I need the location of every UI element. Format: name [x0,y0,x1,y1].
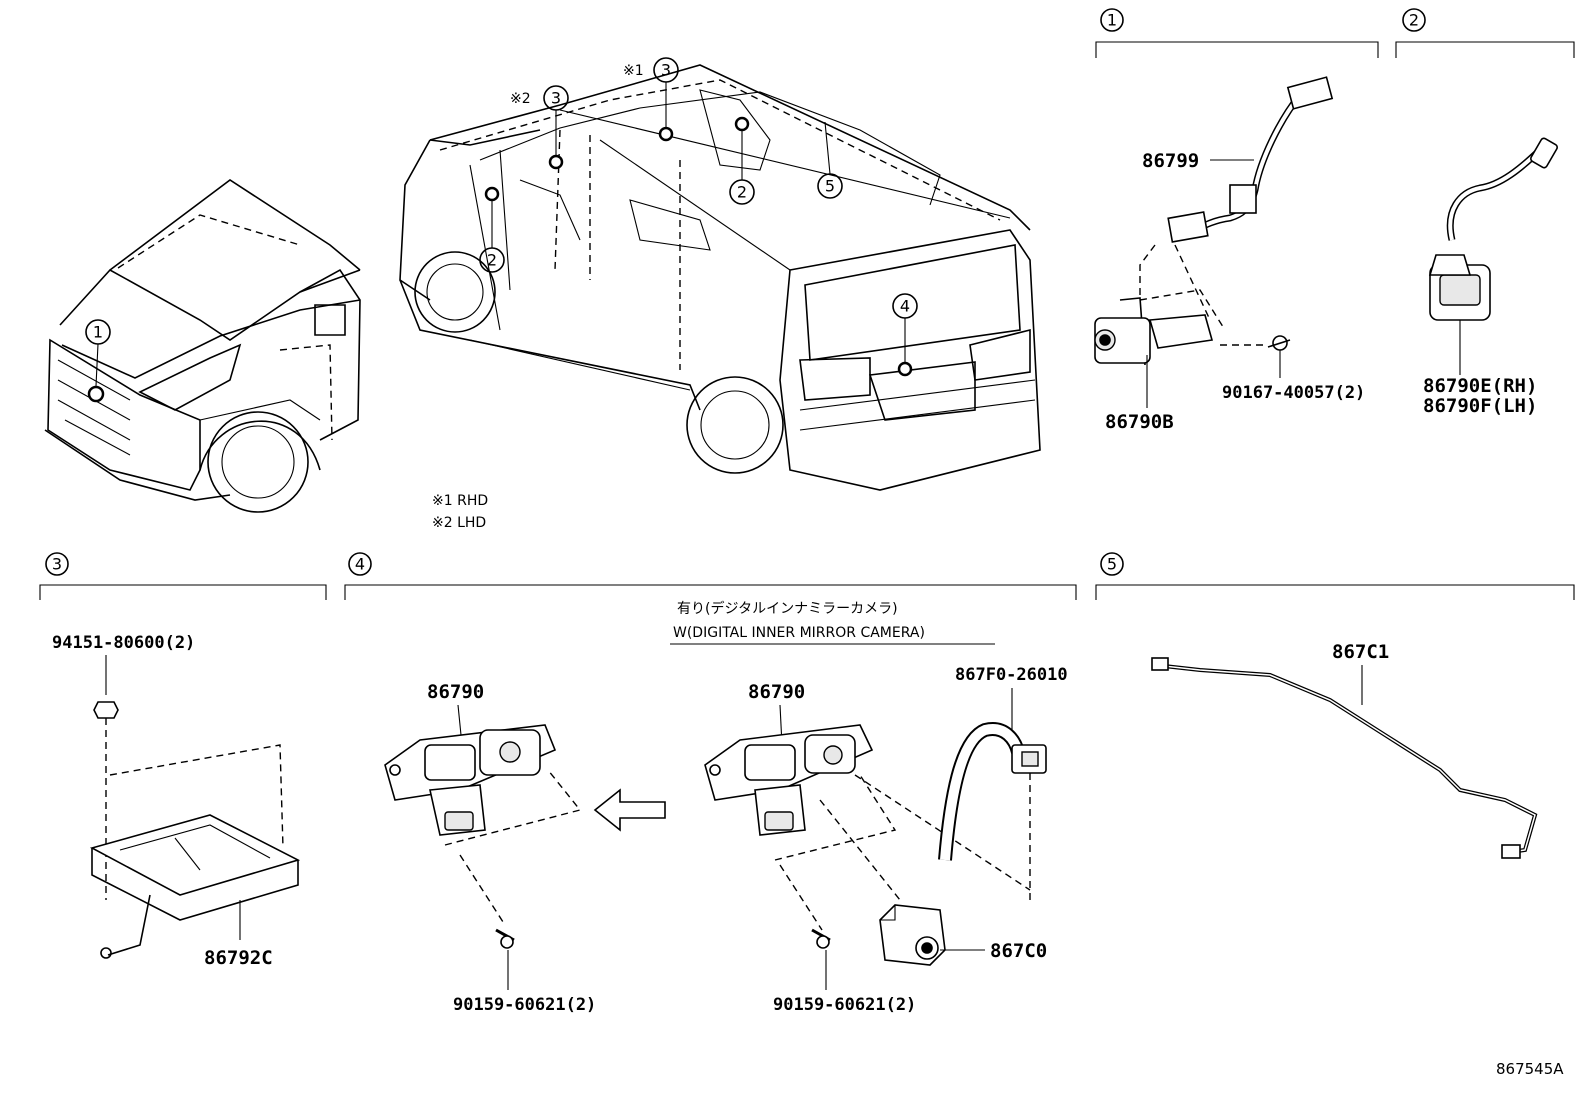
svg-text:4: 4 [900,297,910,316]
arrow-icon [593,788,666,832]
label-86799: 86799 [1142,150,1199,172]
svg-text:3: 3 [52,555,62,574]
label-86790-left: 86790 [427,681,484,703]
screw-90159-left [495,928,515,990]
camera-867C0 [879,904,985,966]
section-header-3: 3 [39,552,327,600]
section-header-5: 5 [1095,552,1575,600]
rear-vehicle-illustration: ※1 3 ※2 3 2 2 5 4 [399,57,1041,491]
footnote-rhd: ※1 RHD [432,493,488,509]
label-86790B: 86790B [1105,411,1174,433]
svg-text:3: 3 [551,89,561,108]
svg-text:5: 5 [825,177,835,196]
front-vehicle-illustration: 1 [44,179,361,513]
label-867C1: 867C1 [1332,641,1389,663]
label-94151: 94151-80600(2) [52,633,195,653]
ecu-86792C [89,655,301,959]
svg-text:2: 2 [737,183,747,202]
reference-number: 867545A [1496,1060,1564,1078]
label-86790F: 86790F(LH) [1423,395,1537,417]
header-jp: 有り(デジタルインナミラーカメラ) [677,600,898,617]
label-86792C: 86792C [204,947,273,969]
camera-86790E-F [1428,137,1558,375]
label-867C0: 867C0 [990,940,1047,962]
camera-86790B [1094,244,1226,408]
label-90159-left: 90159-60621(2) [453,995,596,1015]
svg-text:※2: ※2 [510,91,531,107]
svg-text:5: 5 [1107,555,1117,574]
svg-text:1: 1 [1107,11,1117,30]
screw-90159-right [811,928,831,990]
svg-text:1: 1 [93,323,103,342]
label-90167: 90167-40057(2) [1222,383,1365,403]
label-86790E: 86790E(RH) [1423,375,1537,397]
harness-86799 [1167,76,1334,243]
cable-867F0 [938,688,1047,900]
camera-86790-left [384,704,582,926]
section-header-2: 2 [1395,8,1575,58]
label-86790-right: 86790 [748,681,805,703]
svg-text:2: 2 [1409,11,1419,30]
label-867F0: 867F0-26010 [955,665,1068,685]
bolt-90167 [1220,335,1291,378]
footnote-lhd: ※2 LHD [432,515,486,531]
harness-867C1 [1151,657,1538,859]
svg-text:4: 4 [355,555,365,574]
section-header-4: 4 [344,552,1077,600]
svg-text:※1: ※1 [623,63,644,79]
header-en: W(DIGITAL INNER MIRROR CAMERA) [673,625,925,641]
svg-text:3: 3 [661,61,671,80]
camera-86790-right [704,704,1031,931]
label-90159-right: 90159-60621(2) [773,995,916,1015]
svg-text:2: 2 [487,251,497,270]
section-header-1: 1 [1095,8,1379,58]
